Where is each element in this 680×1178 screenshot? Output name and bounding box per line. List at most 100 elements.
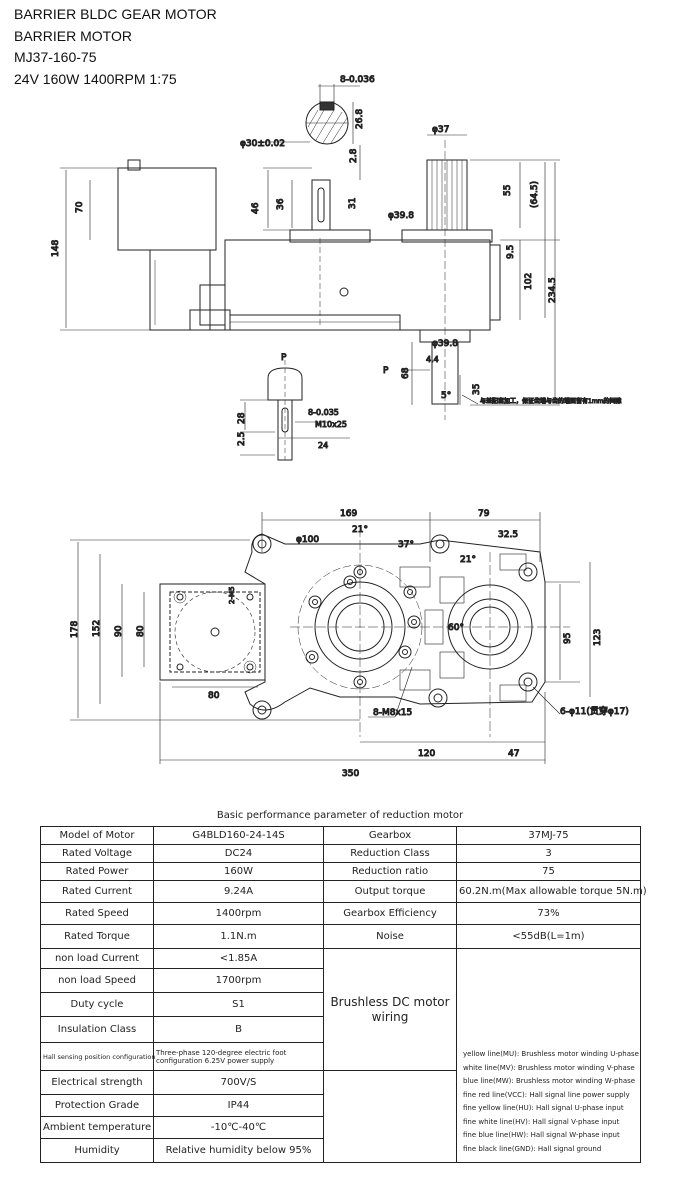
dim-36: 36 xyxy=(276,198,286,210)
value-electrical-strength: 700V/S xyxy=(153,1070,324,1095)
section-p-detail xyxy=(267,360,303,461)
dim-key-depth: 26.8 xyxy=(355,109,365,129)
table-row: non load Speed 1700rpm xyxy=(40,968,641,993)
value-insulation-class: B xyxy=(153,1016,324,1043)
table-row: Rated Torque 1.1N.m Noise <55dB(L=1m) xyxy=(40,924,641,949)
table-row: Rated Voltage DC24 Reduction Class 3 xyxy=(40,844,641,863)
wire-line: yellow line(MU): Brushless motor winding… xyxy=(463,1050,639,1058)
table-row: Hall sensing position configuration Thre… xyxy=(40,1042,641,1071)
dim-100: φ100 xyxy=(296,535,319,545)
dim-8-small: 8-0.035 xyxy=(308,408,339,417)
dim-79: 79 xyxy=(478,509,490,519)
title-block: BARRIER BLDC GEAR MOTOR BARRIER MOTOR MJ… xyxy=(14,4,217,90)
dim-8-m8: 8-M8x15 xyxy=(373,708,412,718)
dim-90: 90 xyxy=(114,625,124,637)
shaft-section xyxy=(262,84,360,145)
dim-37deg: 37° xyxy=(398,540,414,550)
label-no-load-speed: non load Speed xyxy=(40,968,154,993)
side-view-drawing: 8-0.036 26.8 φ30±0.02 148 70 46 36 31 xyxy=(51,75,622,461)
label-hall-config: Hall sensing position configuration xyxy=(40,1042,156,1071)
value-output-torque: 60.2N.m(Max allowable torque 5N.m) xyxy=(456,880,647,903)
label-no-load-current: non load Current xyxy=(40,948,154,969)
label-rated-voltage: Rated Voltage xyxy=(40,844,154,863)
gearbox-outline xyxy=(244,533,546,720)
value-model: G4BLD160-24-14S xyxy=(153,826,324,845)
wire-line: fine blue line(HW): Hall signal W-phase … xyxy=(463,1131,620,1139)
dim-148: 148 xyxy=(51,240,61,257)
value-rated-power: 160W xyxy=(153,862,324,881)
dim-m10: M10x25 xyxy=(315,420,347,429)
dim-55: 55 xyxy=(503,185,513,196)
table-row: Rated Speed 1400rpm Gearbox Efficiency 7… xyxy=(40,902,641,925)
label-gearbox: Gearbox xyxy=(323,826,457,845)
label-duty-cycle: Duty cycle xyxy=(40,992,154,1017)
wire-line: white line(MV): Brushless motor winding … xyxy=(463,1063,635,1072)
dim-39-8-top: φ39.8 xyxy=(388,211,414,221)
value-gearbox: 37MJ-75 xyxy=(456,826,641,845)
dim-95: 95 xyxy=(563,633,573,644)
label-rated-current: Rated Current xyxy=(40,880,154,903)
label-model: Model of Motor xyxy=(40,826,154,845)
table-row: Rated Current 9.24A Output torque 60.2N.… xyxy=(40,880,647,903)
dim-123: 123 xyxy=(593,629,603,646)
title-model: MJ37-160-75 xyxy=(14,49,97,65)
wire-line: fine black line(GND): Hall signal ground xyxy=(463,1144,602,1153)
value-rated-speed: 1400rpm xyxy=(153,902,324,925)
dim-178: 178 xyxy=(70,621,80,638)
gearbox-housing xyxy=(224,140,501,420)
dim-4-4: 4.4 xyxy=(426,355,439,364)
motor-flange xyxy=(159,583,266,681)
dim-28: 28 xyxy=(237,412,247,424)
label-reduction-class: Reduction Class xyxy=(323,844,457,863)
dim-37: φ37 xyxy=(432,125,449,135)
value-no-load-speed: 1700rpm xyxy=(153,968,324,993)
wire-line: fine red line(VCC): Hall signal line pow… xyxy=(463,1090,630,1099)
label-rated-speed: Rated Speed xyxy=(40,902,154,925)
wiring-list: yellow line(MU): Brushless motor winding… xyxy=(456,948,641,1163)
dim-key-width: 8-0.036 xyxy=(340,75,375,85)
value-duty-cycle: S1 xyxy=(153,992,324,1017)
label-protection-grade: Protection Grade xyxy=(40,1094,154,1117)
value-reduction-ratio: 75 xyxy=(456,862,641,881)
title-specs: 24V 160W 1400RPM 1:75 xyxy=(14,70,177,87)
dim-2-8: 2.8 xyxy=(349,148,359,163)
spec-table: Model of Motor G4BLD160-24-14S Gearbox 3… xyxy=(40,826,647,1163)
dim-60deg: 60° xyxy=(448,623,464,633)
value-protection-grade: IP44 xyxy=(153,1094,324,1117)
dim-152: 152 xyxy=(92,620,102,637)
value-rated-torque: 1.1N.m xyxy=(153,924,324,949)
dim-68: 68 xyxy=(401,367,411,379)
dim-35: 35 xyxy=(472,384,482,395)
value-ambient-temperature: -10℃-40℃ xyxy=(153,1116,324,1139)
dim-5deg: 5° xyxy=(441,391,451,401)
label-noise: Noise xyxy=(323,924,457,949)
section-p-top: P xyxy=(281,353,287,363)
top-view-drawing: 169 79 21° φ100 37° 32.5 21° 178 152 90 … xyxy=(70,509,630,780)
wire-line: fine white line(HV): Hall signal V-phase… xyxy=(463,1117,620,1126)
wiring-title: Brushless DC motor wiring xyxy=(323,948,457,1071)
dim-24: 24 xyxy=(318,441,328,450)
dim-47: 47 xyxy=(508,749,519,759)
dim-31: 31 xyxy=(348,198,358,209)
dim-6-holes: 6-φ11(贯穿φ17) xyxy=(560,705,629,717)
dim-80b: 80 xyxy=(208,691,220,701)
wire-line: blue line(MW): Brushless motor winding W… xyxy=(463,1077,636,1085)
dim-70: 70 xyxy=(75,201,85,213)
value-humidity: Relative humidity below 95% xyxy=(153,1138,324,1163)
dim-32-5: 32.5 xyxy=(498,530,518,540)
dim-64-5: (64.5) xyxy=(530,181,540,208)
dim-102: 102 xyxy=(524,273,534,290)
dim-2-5: 2.5 xyxy=(237,432,247,446)
label-gearbox-efficiency: Gearbox Efficiency xyxy=(323,902,457,925)
wire-line: fine yellow line(HU): Hall signal U-phas… xyxy=(463,1104,624,1112)
dim-120: 120 xyxy=(418,749,435,759)
output-shaft xyxy=(419,159,471,405)
dim-46: 46 xyxy=(251,202,261,214)
dim-2-m5: 2-M5 xyxy=(228,587,236,604)
label-output-torque: Output torque xyxy=(323,880,457,903)
label-rated-power: Rated Power xyxy=(40,862,154,881)
table-row: Humidity Relative humidity below 95% xyxy=(40,1138,641,1163)
table-row: non load Current <1.85A Brushless DC mot… xyxy=(40,948,641,1163)
table-row: Ambient temperature -10℃-40℃ xyxy=(40,1116,641,1139)
table-row: Rated Power 160W Reduction ratio 75 xyxy=(40,862,641,881)
